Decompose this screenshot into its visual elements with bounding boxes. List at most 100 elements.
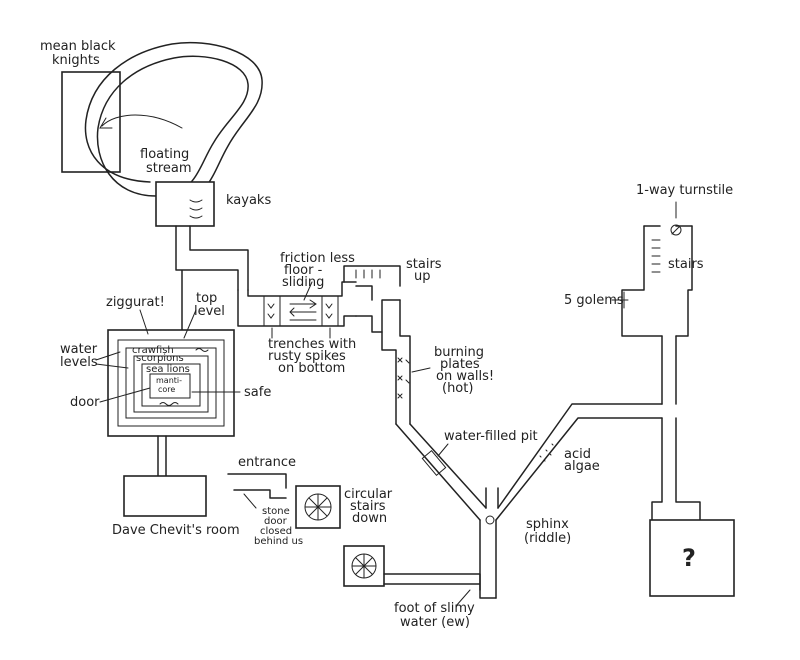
- slimy-label-1: foot of slimy: [394, 601, 475, 616]
- trenches-label-2: rusty spikes: [268, 349, 346, 364]
- ziggurat-core: [149, 373, 191, 399]
- burning-pointer: [411, 367, 431, 373]
- sliding-floor-arrows: [289, 299, 317, 321]
- ziggurat-label: ziggurat!: [106, 295, 165, 310]
- sphinx-icon: [485, 515, 495, 525]
- mystery-label: ?: [682, 544, 696, 572]
- sphinx-label-2: (riddle): [524, 531, 571, 546]
- stream-label-1: floating: [140, 147, 189, 162]
- acid-label-1: acid: [564, 447, 591, 462]
- trench-spikes: [267, 303, 333, 319]
- stairs-up-label-2: up: [414, 269, 431, 284]
- circular-stairs-label-1: circular: [344, 487, 393, 502]
- kayak-room: [155, 181, 215, 227]
- circular-stairs-label-2: stairs: [350, 499, 386, 514]
- sphinx-label-1: sphinx: [526, 517, 569, 532]
- frictionless-pointer: [303, 281, 313, 301]
- water-levels-pointer: [95, 351, 129, 369]
- stairs-label: stairs: [668, 257, 704, 272]
- circular-stairs-room-bottom: [343, 545, 385, 587]
- burning-label-3: on walls!: [436, 369, 494, 384]
- entrance-label: entrance: [238, 455, 296, 470]
- trench-hall: [237, 281, 357, 327]
- ring-manticore-2: core: [158, 385, 175, 394]
- sphinx-junction: [479, 487, 499, 599]
- ziggurat-ring-4: [141, 363, 201, 407]
- corridor-dave: [157, 435, 167, 477]
- dave-room: [123, 475, 207, 517]
- golem-marker: [611, 291, 629, 309]
- circular-stairs-label-3: down: [352, 511, 387, 526]
- entrance-corridor: [227, 473, 287, 499]
- stairs-up-room: [343, 265, 401, 333]
- ring-scorpions: scorpions: [136, 353, 184, 364]
- floating-stream-inner: [96, 55, 249, 197]
- stone-door-label-1: stone: [262, 506, 290, 517]
- slimy-pointer: [455, 589, 471, 607]
- ziggurat-ring-3: [133, 355, 209, 413]
- mystery-room: [649, 519, 735, 597]
- water-levels-label-2: levels: [60, 355, 98, 370]
- burning-label-4: (hot): [442, 381, 473, 396]
- acid-algae-dots: [539, 443, 554, 462]
- top-level-label-1: top: [196, 291, 217, 306]
- trench-left: [263, 295, 281, 327]
- burning-plate-marks: [397, 357, 410, 399]
- water-pit-label: water-filled pit: [444, 429, 538, 444]
- dave-label: Dave Chevit's room: [112, 523, 240, 538]
- stone-door: [243, 493, 257, 509]
- door-pointer: [99, 387, 151, 403]
- corridor-to-sphinx: [383, 573, 497, 599]
- top-level-label-2: level: [194, 304, 225, 319]
- frictionless-label-3: sliding: [282, 275, 324, 290]
- stairs-up-steps: [355, 269, 381, 279]
- slimy-label-2: water (ew): [400, 615, 470, 630]
- water-waves: [159, 348, 209, 406]
- water-pit-pointer: [437, 443, 449, 457]
- burning-corridor: [381, 299, 411, 425]
- trench-right: [321, 295, 339, 327]
- knights-label-2: knights: [52, 53, 100, 68]
- right-vertical-corridor: [651, 335, 701, 521]
- ring-manticore-1: manti-: [156, 376, 182, 385]
- stone-door-label-3: closed: [260, 526, 292, 537]
- stone-door-label-2: door: [264, 516, 288, 527]
- ring-crawfish: crawfish: [132, 345, 174, 356]
- turnstile-slash: [671, 225, 681, 235]
- knights-room: [61, 71, 121, 173]
- frictionless-label-2: floor -: [284, 263, 323, 278]
- stairs-up-label-1: stairs: [406, 257, 442, 272]
- corridor-kayaks-down: [175, 225, 249, 331]
- ring-sealions: sea lions: [146, 364, 190, 375]
- water-pit: [421, 450, 447, 476]
- ziggurat-ring-1: [117, 339, 225, 427]
- water-levels-label-1: water: [60, 342, 98, 357]
- circular-stairs-spokes-top: [304, 493, 332, 521]
- safe-label: safe: [244, 385, 271, 400]
- stream-label-2: stream: [146, 161, 192, 176]
- acid-corridor: [495, 403, 663, 521]
- turnstile-icon: [670, 224, 682, 236]
- floating-stream-outer: [84, 41, 263, 207]
- trenches-pointer: [271, 327, 331, 339]
- burning-label-2: plates: [440, 357, 480, 372]
- burning-label-1: burning: [434, 345, 484, 360]
- stairs-steps: [651, 239, 661, 273]
- golem-room: [621, 225, 693, 337]
- knights-label-1: mean black: [40, 39, 116, 54]
- pit-corridor: [395, 423, 487, 521]
- kayak-icons: [189, 199, 203, 219]
- golems-label: 5 golems: [564, 293, 624, 308]
- stone-door-label-4: behind us: [254, 536, 303, 547]
- frictionless-label-1: friction less: [280, 251, 355, 266]
- circular-stairs-spokes-bottom: [351, 553, 377, 579]
- acid-label-2: algae: [564, 459, 600, 474]
- door-label: door: [70, 395, 100, 410]
- ziggurat-ring-2: [125, 347, 217, 419]
- trenches-label-1: trenches with: [268, 337, 356, 352]
- stream-arrow: [99, 114, 183, 129]
- stairs-up-room-inner: [355, 285, 373, 301]
- turnstile-label: 1-way turnstile: [636, 183, 733, 198]
- ziggurat-pointer: [139, 309, 149, 335]
